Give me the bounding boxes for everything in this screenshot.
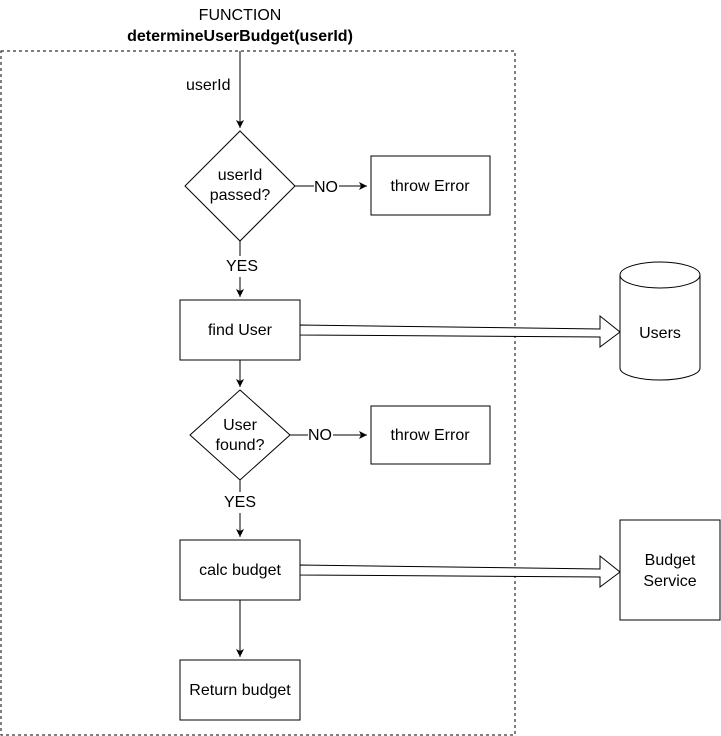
decision-found-line2: found? bbox=[216, 437, 265, 454]
throw-error-2-label: throw Error bbox=[390, 427, 470, 444]
users-database-label: Users bbox=[639, 325, 681, 342]
function-boundary bbox=[0, 50, 516, 736]
edge-label-yes-2: YES bbox=[224, 494, 256, 511]
edge-label-no-1: NO bbox=[314, 179, 338, 196]
find-user-label: find User bbox=[208, 322, 273, 339]
return-budget-label: Return budget bbox=[189, 682, 291, 699]
decision-userid-line2: passed? bbox=[210, 187, 271, 204]
return-budget-box: Return budget bbox=[179, 659, 301, 721]
decision-userid-passed: userId passed? bbox=[184, 130, 296, 242]
budget-service-line1: Budget bbox=[645, 552, 696, 569]
hollow-arrow-to-users bbox=[299, 314, 621, 348]
users-database: Users bbox=[619, 261, 701, 381]
input-label: userId bbox=[186, 77, 230, 94]
function-signature: determineUserBudget(userId) bbox=[127, 28, 353, 45]
edge-label-no-2: NO bbox=[308, 427, 332, 444]
function-keyword: FUNCTION bbox=[199, 7, 282, 24]
throw-error-box-2: throw Error bbox=[370, 405, 491, 465]
budget-service-line2: Service bbox=[643, 573, 696, 590]
hollow-arrow-to-budget-service bbox=[299, 554, 621, 588]
decision-user-found: User found? bbox=[189, 389, 291, 481]
calc-budget-box: calc budget bbox=[179, 539, 301, 601]
edge-label-yes-1: YES bbox=[226, 258, 258, 275]
decision-found-line1: User bbox=[223, 417, 257, 434]
throw-error-box-1: throw Error bbox=[370, 155, 491, 216]
find-user-box: find User bbox=[179, 299, 301, 361]
calc-budget-label: calc budget bbox=[199, 562, 281, 579]
throw-error-1-label: throw Error bbox=[390, 178, 470, 195]
budget-service-box: Budget Service bbox=[619, 519, 721, 621]
decision-userid-line1: userId bbox=[218, 167, 262, 184]
